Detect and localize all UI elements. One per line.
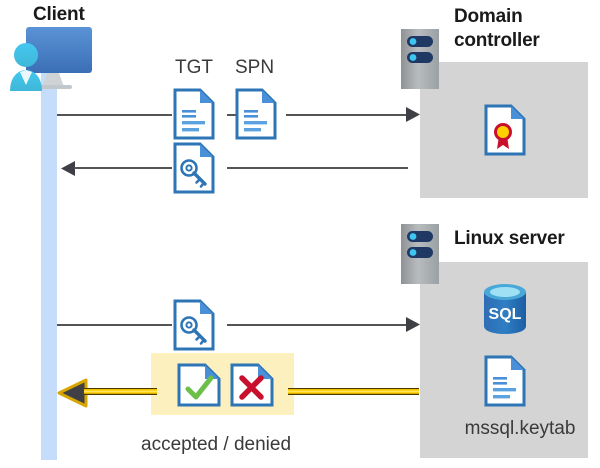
arrowhead-to-domain-controller <box>406 107 420 122</box>
linux-server-title: Linux server <box>454 228 565 249</box>
result-caption: accepted / denied <box>141 434 292 455</box>
flow-line-tgt-spn-right <box>286 114 408 116</box>
keytab-document-icon <box>484 355 526 407</box>
request-key-document-icon <box>173 299 215 351</box>
client-lifeline <box>41 60 57 460</box>
user-monitor-icon <box>10 27 92 91</box>
client-title-text: Client <box>33 4 85 25</box>
tgt-document-icon <box>173 88 215 140</box>
ticket-key-document-icon <box>173 142 215 194</box>
keytab-caption: mssql.keytab <box>464 418 576 439</box>
document-x-icon <box>230 363 274 407</box>
flow-line-ticket-left <box>74 167 172 169</box>
arrowhead-to-client-ticket <box>61 161 75 176</box>
arrowhead-to-linux-server <box>406 317 420 332</box>
domain-controller-title-line1: Domain <box>454 6 523 27</box>
flow-line-tgt-spn-left <box>57 114 172 116</box>
domain-controller-title-line2: controller <box>454 30 540 51</box>
linux-server-rack-icon <box>401 224 439 284</box>
domain-controller-server-rack-icon <box>401 29 439 89</box>
tgt-label: TGT <box>175 57 213 78</box>
flow-line-result-left <box>84 388 157 395</box>
document-check-icon <box>177 363 221 407</box>
flow-line-tgt-spn-mid <box>227 114 237 116</box>
spn-document-icon <box>235 88 277 140</box>
certificate-document-icon <box>484 104 526 156</box>
flow-line-ticket-right <box>227 167 408 169</box>
flow-line-result-right <box>288 388 419 395</box>
svg-text:SQL: SQL <box>489 306 522 323</box>
flow-line-request-right <box>227 324 408 326</box>
sql-database-icon: SQL <box>484 284 526 334</box>
spn-label: SPN <box>235 57 275 78</box>
flow-line-request-left <box>57 324 172 326</box>
